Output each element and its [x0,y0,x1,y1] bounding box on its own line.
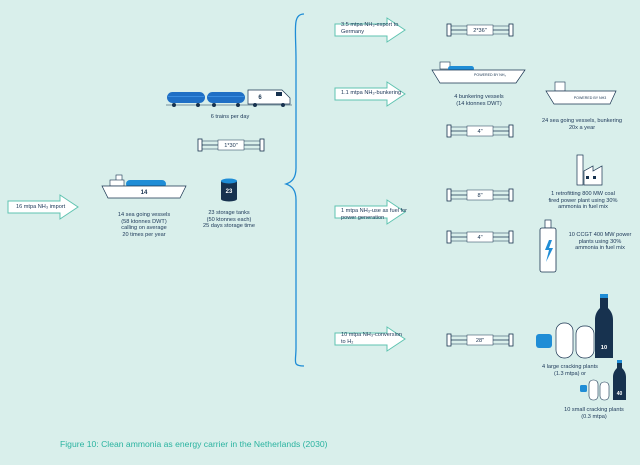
conversion-flow-label: 10 mtpa NH₃-conversion to H₂ [341,332,403,345]
ccgt-pipe-label: 4" [477,235,482,241]
ccgt-plant-icon [539,219,557,273]
export-pipe: 2*36" [446,23,514,37]
vessel-count: 14 [141,190,148,196]
coal-pipe: 8" [446,188,514,202]
large-cracking-count: 10 [601,345,607,351]
import-vessel-icon: 14 [101,174,187,199]
trains-label: 6 trains per day [210,114,250,120]
small-cracking-plant-icon: 40 [580,360,626,401]
bunkering-vessel-icon: POWERED BY NH₃ [431,61,526,84]
large-cracking-plant-icon: 10 [536,294,613,359]
bunkering-pipe: 4" [446,124,514,138]
coal-plant-label: 1 retrofitting 800 MW coal fired power p… [548,191,618,211]
sea-vessel-hull-text: POWERED BY NH3 [574,96,606,100]
inland-pipe-label: 1*30" [224,143,238,149]
sea-vessel-icon: POWERED BY NH3 [545,81,617,105]
bunkering-vessels-label: 4 bunkering vessels (14 ktonnes DWT) [454,94,504,107]
coal-pipe-label: 8" [477,193,482,199]
distribution-brace [283,13,305,367]
bunkering-pipe-label: 4" [477,129,482,135]
cracking-pipe: 28" [446,333,514,347]
bunkering-hull-text: POWERED BY NH₃ [474,73,506,77]
storage-tank-icon: 23 [221,178,237,202]
storage-count: 23 [226,189,233,195]
large-cracking-label: 4 large cracking plants (1.3 mtpa) or [542,364,598,377]
import-label: 16 mtpa NH₃ import [16,204,66,210]
small-cracking-count: 40 [617,391,623,397]
ccgt-pipe: 4" [446,230,514,244]
small-cracking-label: 10 small cracking plants (0.3 mtpa) [564,407,624,420]
cracking-pipe-label: 28" [476,338,484,344]
storage-label: 23 storage tanks (50 ktonnes each) 25 da… [203,210,255,230]
inland-pipe: 1*30" [197,138,265,152]
coal-plant-icon [576,154,603,186]
vessels-label: 14 sea going vessels (58 ktonnes DWT) ca… [117,212,171,238]
export-flow-label: 3.5 mtpa NH₃-export to Germany [341,22,399,35]
power-flow-label: 1 mtpa NH₃-use as fuel for power generat… [341,208,408,221]
train-count: 6 [258,95,262,101]
bunkering-flow-label: 1.1 mtpa NH₃-bunkering [341,90,402,96]
train-icon: 6 [166,89,292,107]
figure-caption: Figure 10: Clean ammonia as energy carri… [60,439,328,449]
sea-vessels-label: 24 sea going vessels, bunkering 20x a ye… [542,118,622,131]
ccgt-plants-label: 10 CCGT 400 MW power plants using 30% am… [568,232,632,252]
export-pipe-label: 2*36" [473,28,487,34]
